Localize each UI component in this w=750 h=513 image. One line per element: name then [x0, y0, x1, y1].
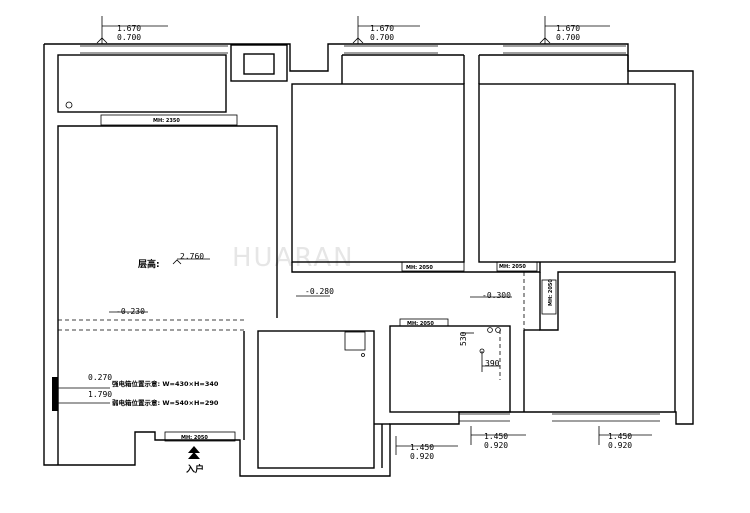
window-mark-5-h1: 1.450 — [484, 432, 508, 441]
fixtures — [65, 101, 501, 357]
window-mark-5-h2: 0.920 — [484, 441, 508, 450]
ceiling-label: 层高: — [138, 258, 160, 270]
entry-arrow-icon — [188, 452, 200, 459]
box-mark-1-value: 0.270 — [88, 373, 112, 382]
watermark-text: HUARAN — [232, 243, 355, 273]
box-mark-2-desc: 弱电箱位置示意: W=540×H=290 — [112, 398, 219, 407]
door-openings — [100, 114, 557, 442]
dashed-lines — [58, 272, 525, 380]
door-label-5: MH: 2050 — [407, 321, 434, 327]
wall-lines — [43, 43, 694, 477]
dim-390: 390 — [485, 359, 500, 368]
door-label-2: MH: 2050 — [406, 265, 433, 271]
window-mark-2-h2: 0.700 — [370, 33, 394, 42]
window-mark-6-h1: 1.450 — [608, 432, 632, 441]
door-label-1: MH: 2350 — [153, 118, 180, 124]
level-3: -0.300 — [482, 291, 511, 300]
window-mark-2-h1: 1.670 — [370, 24, 394, 33]
window-mark-6-h2: 0.920 — [608, 441, 632, 450]
window-mark-1-h2: 0.700 — [117, 33, 141, 42]
box-mark-2-value: 1.790 — [88, 390, 112, 399]
level-1: -0.230 — [116, 307, 145, 316]
window-mark-1-h1: 1.670 — [117, 24, 141, 33]
height-callouts — [58, 16, 652, 455]
ceiling-value: 2.760 — [180, 252, 204, 261]
entry-arrow-icon — [188, 446, 200, 453]
window-mark-3-h1: 1.670 — [556, 24, 580, 33]
door-label-3: MH: 2050 — [499, 264, 526, 270]
box-mark-1-desc: 强电箱位置示意: W=430×H=340 — [112, 379, 219, 388]
dim-530: 530 — [459, 331, 468, 346]
panel-marker — [52, 377, 58, 411]
window-mark-4-h2: 0.920 — [410, 452, 434, 461]
entry-label: 入户 — [185, 463, 204, 475]
level-2: -0.280 — [305, 287, 334, 296]
window-mark-4-h1: 1.450 — [410, 443, 434, 452]
door-label-4: MH: 2050 — [548, 279, 554, 306]
door-label-6: MH: 2050 — [181, 435, 208, 441]
window-bands — [80, 45, 660, 422]
window-mark-3-h2: 0.700 — [556, 33, 580, 42]
